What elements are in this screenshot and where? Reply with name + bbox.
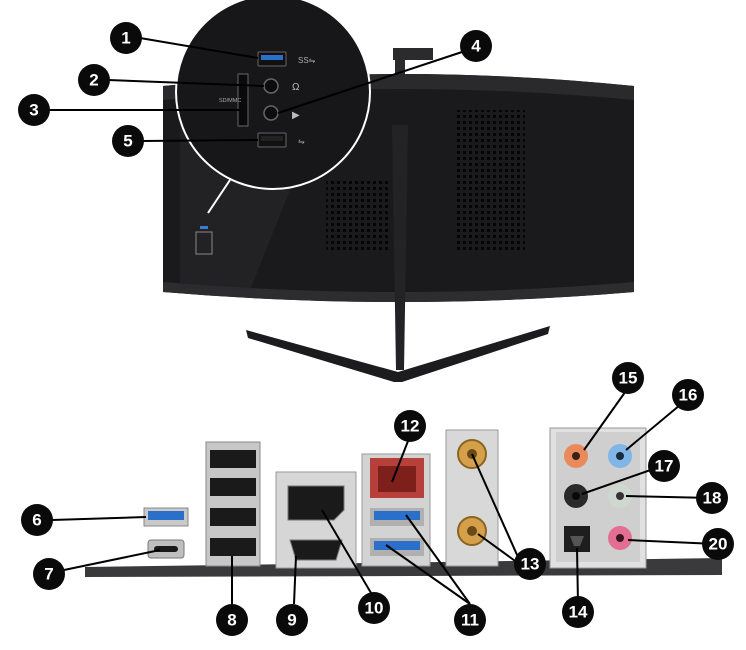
- vent-right: [455, 110, 525, 250]
- hdmi-port: [289, 539, 343, 561]
- callout-18: 18: [696, 482, 728, 514]
- sd-slot: [237, 73, 249, 127]
- svg-text:14: 14: [569, 603, 588, 622]
- stand-neck: [392, 125, 408, 370]
- svg-text:12: 12: [401, 417, 420, 436]
- callout-6: 6: [21, 504, 53, 536]
- svg-text:4: 4: [471, 37, 481, 56]
- audio-block: [549, 427, 647, 569]
- usb-stack-port-3: [210, 508, 256, 526]
- callout-13: 13: [514, 548, 546, 580]
- usb-stack-port-1: [210, 450, 256, 468]
- callout-20: 20: [702, 528, 734, 560]
- zoom-circle: [175, 0, 371, 190]
- monitor-side-led: [200, 226, 208, 229]
- zoom-pointer: [207, 179, 231, 214]
- usb-glyph: ⇋: [298, 137, 305, 146]
- callout-8: 8: [216, 604, 248, 636]
- usb-blue-pair-1: [374, 511, 420, 520]
- svg-text:10: 10: [365, 599, 384, 618]
- callout-badges: 1 2 3 4 5 6 7 8 9 10 11 12 13 14 15 16 1…: [18, 22, 734, 636]
- vent-left: [326, 180, 388, 252]
- svg-text:3: 3: [29, 101, 38, 120]
- callout-12: 12: [394, 410, 426, 442]
- callout-4: 4: [460, 30, 492, 62]
- callout-9: 9: [276, 604, 308, 636]
- usb-a-blue-tongue: [148, 511, 184, 520]
- stand-bracket-arm: [395, 50, 405, 90]
- callout-1: 1: [110, 22, 142, 54]
- zoom-detail: SS⇋ Ω ▶ SD/MMC ⇋: [175, 0, 371, 214]
- callout-5: 5: [112, 125, 144, 157]
- headphone-symbol: Ω: [292, 82, 300, 93]
- callout-10: 10: [358, 592, 390, 624]
- callout-16: 16: [672, 379, 704, 411]
- callout-14: 14: [562, 596, 594, 628]
- usb-a-stack: [205, 441, 261, 567]
- lan-usb-block: [361, 453, 431, 567]
- svg-text:16: 16: [679, 386, 698, 405]
- usb-stack-port-2: [210, 478, 256, 496]
- svg-text:20: 20: [709, 535, 728, 554]
- usb-blue-pair-2: [374, 541, 420, 550]
- wifi-antenna-block: [445, 429, 499, 567]
- mic-jack: [263, 105, 279, 121]
- displayport-port: [287, 485, 345, 521]
- front-usb-1-tongue: [261, 55, 283, 60]
- svg-text:17: 17: [655, 457, 674, 476]
- callout-11: 11: [454, 604, 486, 636]
- svg-text:18: 18: [703, 489, 722, 508]
- svg-text:11: 11: [461, 611, 479, 630]
- antenna-connector-2-core: [467, 526, 477, 536]
- svg-text:2: 2: [89, 71, 98, 90]
- svg-text:5: 5: [123, 132, 132, 151]
- monitor-side-port: [195, 231, 213, 255]
- callout-15: 15: [612, 362, 644, 394]
- svg-text:7: 7: [44, 565, 53, 584]
- callout-17: 17: [648, 450, 680, 482]
- callout-7: 7: [33, 558, 65, 590]
- usb-stack-port-4: [210, 538, 256, 556]
- svg-text:6: 6: [32, 511, 41, 530]
- sd-slot-label: SD/MMC: [219, 98, 241, 104]
- usb-3-glyph: SS⇋: [298, 56, 316, 65]
- callout-2: 2: [78, 64, 110, 96]
- video-ports: [275, 471, 357, 569]
- svg-text:8: 8: [227, 611, 236, 630]
- headphone-jack: [263, 78, 279, 94]
- mic-icon: ▶: [292, 110, 300, 121]
- stand-base: [246, 326, 550, 382]
- callout-3: 3: [18, 94, 50, 126]
- svg-text:15: 15: [619, 369, 638, 388]
- front-usb-2-tongue: [261, 136, 283, 141]
- svg-text:1: 1: [121, 29, 130, 48]
- svg-text:9: 9: [287, 611, 296, 630]
- svg-text:13: 13: [521, 555, 540, 574]
